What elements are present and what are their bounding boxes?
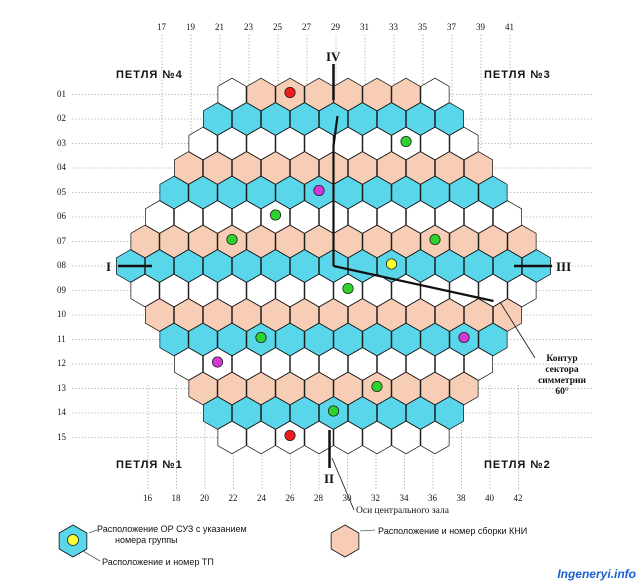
col-top-item: 39 [476,22,485,32]
col-top-item: 27 [302,22,311,32]
legend-rod-leader [88,529,98,534]
control-rod-marker [269,209,282,221]
col-bottom-item: 36 [428,493,437,503]
col-top-item: 41 [505,22,514,32]
col-bottom-item: 28 [314,493,323,503]
fuel-assembly [304,420,334,455]
legend-kni: Расположение и номер сборки КНИ [378,526,528,536]
row-nums-item: 10 [57,309,66,319]
site-watermark: Ingeneryi.info [557,567,636,581]
col-bottom-item: 18 [171,493,181,503]
legend-rod-circle [67,534,79,546]
control-rod-marker [284,86,296,99]
legend-kni-leader [359,529,376,532]
col-bottom-item: 38 [456,493,466,503]
sector-contour-line-up [332,115,339,266]
col-top-item: 37 [447,22,456,32]
sector-note-line2: сектора [545,365,579,375]
axis-iii-label: III [556,259,572,274]
legend-tp-leader [82,550,101,562]
sector-note-line1: Контур [546,354,578,364]
col-bottom-item: 30 [342,493,352,503]
row-nums-item: 02 [57,113,66,123]
col-bottom-item: 20 [200,493,209,503]
loop-3-label: ПЕТЛЯ №3 [484,69,551,81]
col-top-item: 31 [360,22,369,32]
row-nums-item: 15 [57,431,66,442]
col-top-item: 29 [331,22,340,32]
fuel-assemblies [116,77,551,455]
axis-i-label: I [106,259,112,274]
row-nums-item: 13 [57,382,66,393]
col-bottom-item: 32 [371,493,380,503]
col-bottom-item: 16 [143,493,152,503]
fuel-assembly [391,420,421,455]
hall-axes-note: Оси центрального зала [356,506,449,516]
sector-leader-line [499,301,536,359]
col-top-item: 33 [389,22,398,32]
fuel-assembly [246,420,276,455]
col-top-item: 21 [215,22,224,32]
control-rod-marker [385,258,398,270]
legend-thermocouple: Расположение и номер ТП [102,557,214,567]
row-nums-item: 07 [57,235,66,246]
hall-axes-leader-line [331,457,355,511]
control-rod-marker [211,356,224,368]
legend-control-rods-line2: номера группы [115,535,178,545]
row-nums-item: 08 [57,260,66,270]
col-bottom-item: 42 [513,493,523,503]
row-nums-item: 09 [57,284,66,295]
legend-control-rods-line1: Расположение ОР СУЗ с указанием [97,524,247,534]
sector-note-line3: симметрии [538,376,586,386]
col-top-item: 35 [418,22,427,32]
row-nums-item: 06 [57,211,66,221]
legend-hex-kni [330,524,360,558]
row-nums-item: 11 [57,333,66,344]
row-nums-item: 05 [57,186,66,197]
fuel-assembly [333,420,363,455]
control-rod-marker [429,233,441,246]
loop-4-label: ПЕТЛЯ №4 [116,69,183,81]
row-nums-item: 01 [57,88,66,99]
fuel-assembly [362,420,392,455]
loop-2-label: ПЕТЛЯ №2 [484,459,551,471]
col-bottom-item: 34 [399,493,409,503]
row-nums-item: 03 [57,137,66,148]
control-rod-marker [342,282,354,295]
control-rod-marker [284,429,296,442]
control-rod-marker [255,331,267,344]
col-top-item: 19 [186,22,195,32]
legend-graphics [58,524,376,562]
col-top-item: 23 [244,22,253,32]
control-rod-marker [458,331,470,344]
col-bottom-item: 24 [257,493,266,503]
loop-1-label: ПЕТЛЯ №1 [116,459,183,471]
axis-iv-label: IV [326,49,341,64]
axis-ii-label: II [324,471,335,486]
col-bottom-item: 22 [228,493,238,503]
col-top-item: 17 [157,22,166,32]
row-nums-item: 04 [57,162,66,172]
sector-note-line4: 60° [555,387,569,397]
row-nums-item: 14 [57,407,66,417]
sector-contour-note: Контур сектора симметрии 60° [537,354,587,398]
col-top-item: 25 [273,22,282,32]
sector-and-axes [118,64,552,511]
legend-control-rods: Расположение ОР СУЗ с указанием номера г… [97,524,247,546]
fuel-assembly [420,420,450,455]
control-rod-marker [313,184,325,197]
control-rod-marker [327,405,340,417]
row-nums-item: 12 [57,358,66,368]
control-rod-marker [371,380,383,393]
col-bottom-item: 26 [285,493,295,503]
sector-contour-line-right [333,264,494,303]
col-bottom-item: 40 [485,493,494,503]
fuel-assembly [217,420,247,455]
control-rod-marker [226,233,238,246]
control-rod-marker [400,135,412,148]
